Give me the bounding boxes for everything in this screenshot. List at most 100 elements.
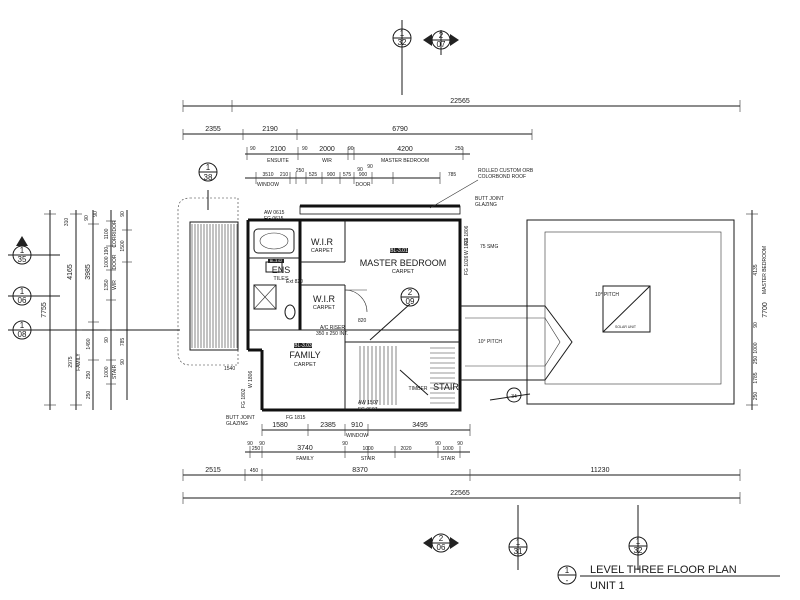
section-marker-right-34[interactable]: 34 [489, 387, 531, 403]
roof-note: ROLLED CUSTOM ORB [478, 168, 534, 174]
dim-top-3: 90 [302, 146, 308, 152]
section-marker-bottom-a[interactable]: 2 06 [423, 533, 459, 553]
dim-left-name: CORRIDOR [112, 220, 118, 248]
ac-riser-note: A/C RISER [320, 325, 345, 331]
section-marker-left-b[interactable]: 1 06 [8, 286, 60, 306]
room-ensuite: BL-3.02 ENS TILES [268, 259, 290, 282]
dim-right: 90 [753, 322, 759, 328]
section-marker-left-c[interactable]: 1 08 [8, 320, 180, 340]
dim-top-3: 2100 [270, 146, 286, 153]
room-finish: CARPET [392, 269, 415, 275]
marker-num: 1 [20, 246, 25, 255]
window-fg1815: FG 1815 [286, 415, 306, 421]
pitch-note: 10° PITCH [478, 339, 502, 345]
dim-left-4: 90 [104, 337, 110, 343]
solar-unit: SOLAR UNIT [615, 325, 637, 329]
marker-num: 1 [20, 321, 25, 330]
room-name: W.I.R [313, 294, 335, 304]
dim-bottom-2: 1000 [362, 446, 373, 452]
plan-title: LEVEL THREE FLOOR PLAN [590, 564, 737, 576]
dim-top-4: 525 [309, 172, 318, 178]
section-marker-bottom-c[interactable]: 1 32 [628, 505, 648, 570]
window-fg1026: FG 1026 [464, 255, 470, 275]
dim-bottom-2: 90 [457, 441, 463, 447]
room-name: W.I.R [311, 237, 333, 247]
dim-bottom-1: 910 [351, 422, 363, 429]
dim-top-4: 785 [448, 172, 457, 178]
dim-left-3: 3985 [85, 264, 92, 280]
room-master-bedroom: BL-3.01 MASTER BEDROOM CARPET [360, 248, 446, 275]
marker-num: 1 [206, 163, 211, 172]
dim-bottom-2: 90 [435, 441, 441, 447]
dim-right: 1785 [753, 372, 759, 383]
room-stair: STAIR TIMBER [409, 382, 460, 392]
butt-joint-note: BUTT JOINT [226, 415, 255, 421]
window-fg1806: FG 1806 [464, 225, 470, 245]
timber-label: TIMBER [409, 386, 428, 392]
section-marker-top-a[interactable]: 1 32 [392, 20, 412, 95]
dim-left-2: 2975 [68, 356, 74, 367]
room-name: ENS [272, 265, 291, 275]
marker-ref: 38 [204, 173, 213, 182]
dim-bottom-name: WINDOW [346, 433, 368, 439]
dim-top-name: WIR [322, 158, 332, 164]
room-wir-1: W.I.R CARPET [311, 237, 334, 254]
dim-bottom-name: STAIR [441, 456, 456, 462]
ac-riser-note: 350 x 250 INT. [316, 331, 348, 337]
room-wir-2: W.I.R CARPET [313, 294, 336, 311]
window-fg0507: FG 0507 [358, 407, 378, 413]
roof-area: 10° PITCH SOLAR UNIT [460, 219, 735, 405]
dim-left-5: 785 [120, 338, 126, 347]
marker-num: 1 [400, 29, 405, 38]
room-finish: CARPET [294, 362, 317, 368]
dim-top-3: 2000 [319, 146, 335, 153]
dim-top-name: ENSUITE [267, 158, 289, 164]
dim-right-name: MASTER BEDROOM [762, 246, 768, 294]
dim-bottom-name: FAMILY [296, 456, 314, 462]
dim-top-4: 900 [327, 172, 336, 178]
annotations: ROLLED CUSTOM ORB COLORBOND ROOF BUTT JO… [224, 168, 534, 427]
dim-right-outer: 7700 [762, 302, 769, 318]
dim-top-4: 575 [343, 172, 352, 178]
room-name: FAMILY [289, 350, 320, 360]
dim-bottom-2: 3740 [297, 445, 313, 452]
room-finish: TILES [273, 276, 289, 282]
dim-left-4: 190 [104, 247, 110, 256]
marker-num: 1 [516, 538, 521, 547]
dim-left-4: 1100 [104, 228, 110, 239]
dim-top-2: 2355 [205, 126, 221, 133]
door-820: 820 [358, 318, 367, 324]
marker-ref: 09 [406, 297, 415, 306]
dim-overall-top: 22565 [450, 98, 470, 105]
section-marker-stairs-38[interactable]: 1 38 [198, 162, 218, 210]
dim-left-5: 90 [93, 211, 99, 217]
section-marker-bottom-b[interactable]: 1 31 [508, 505, 528, 570]
dim-left-name: FAMILY [76, 353, 82, 371]
room-name: STAIR [433, 382, 459, 392]
marker-ref: 06 [437, 543, 446, 552]
dim-top-3: 4200 [397, 146, 413, 153]
section-marker-left-a[interactable]: 1 35 [8, 236, 60, 265]
marker-ref: 32 [634, 546, 643, 555]
dim-top-2: 2190 [262, 126, 278, 133]
marker-ref: 08 [18, 330, 27, 339]
section-marker-top-b[interactable]: 2 07 [423, 30, 459, 55]
building-walls [246, 204, 462, 412]
dim-top-4: 900 [359, 172, 368, 178]
title-marker-top: 1 [565, 566, 570, 575]
section-marker-plan-09[interactable]: 2 09 [369, 287, 420, 341]
dim-bottom-2: 1000 [442, 446, 453, 452]
left-dimensions: 7755 4165 2975 FAMILY 3985 1490 310 90 1… [41, 210, 132, 410]
dim-left-outer: 7755 [41, 302, 48, 318]
dim-bottom-3: 2515 [205, 467, 221, 474]
dim-bottom-2: 90 [342, 441, 348, 447]
dim-top-name: WINDOW [257, 182, 279, 188]
dim-bottom-2-sub: 250 [252, 446, 261, 452]
dim-top-3: 90 [348, 146, 354, 152]
marker-num: 2 [439, 534, 444, 543]
marker-num: 1 [20, 287, 25, 296]
window-aw0615: AW 0615 [264, 210, 285, 216]
marker-num: 2 [439, 31, 444, 40]
dim-left-name: STAIR [112, 364, 118, 379]
